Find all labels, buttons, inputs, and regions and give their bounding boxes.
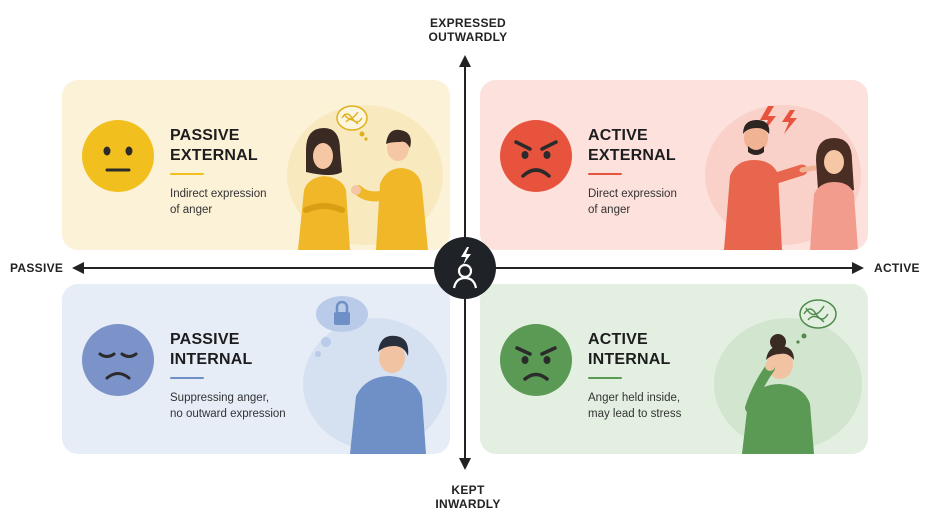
quadrant-title: ACTIVE INTERNAL [588, 330, 670, 370]
desc-line2: no outward expression [170, 408, 286, 420]
frowning-face-icon [500, 324, 572, 396]
quadrant-active-external: ACTIVE EXTERNAL Direct expression of ang… [480, 80, 868, 250]
stressed-woman-illustration [714, 299, 862, 454]
arrow-right-icon [852, 262, 864, 274]
argument-people-illustration [705, 105, 861, 250]
man-figure [351, 129, 428, 250]
title-line1: PASSIVE [170, 331, 240, 348]
axis-label-right: ACTIVE [874, 261, 920, 275]
desc-line2: may lead to stress [588, 408, 682, 420]
quadrant-passive-external: PASSIVE EXTERNAL Indirect expression of … [62, 80, 450, 250]
axis-label-bottom-line2: INWARDLY [435, 497, 501, 511]
desc-line1: Indirect expression [170, 188, 267, 200]
title-line1: ACTIVE [588, 127, 648, 144]
lightning-icon [461, 247, 471, 265]
arrow-left-icon [72, 262, 84, 274]
axis-label-top: EXPRESSED OUTWARDLY [398, 16, 538, 44]
title-underline [588, 377, 622, 379]
axis-label-top-line1: EXPRESSED [429, 16, 507, 30]
axis-label-top-line2: OUTWARDLY [428, 30, 508, 44]
center-badge [434, 237, 496, 299]
title-line2: EXTERNAL [170, 147, 258, 164]
title-underline [170, 377, 204, 379]
passive-aggressive-people-illustration [287, 105, 443, 250]
desc-line2: of anger [588, 204, 631, 216]
sad-man-figure [350, 335, 426, 454]
desc-line1: Anger held inside, [588, 392, 681, 404]
lightning-bolt-icon [760, 106, 797, 134]
quadrant-title: ACTIVE EXTERNAL [588, 126, 676, 166]
lock-thought-icon [315, 296, 368, 357]
arrow-down-icon [459, 458, 471, 470]
arrow-up-icon [459, 55, 471, 67]
quadrant-title: PASSIVE EXTERNAL [170, 126, 258, 166]
tangled-thought-icon [796, 299, 837, 344]
quadrant-title: PASSIVE INTERNAL [170, 330, 252, 370]
title-line2: INTERNAL [588, 351, 671, 368]
axis-label-bottom: KEPT INWARDLY [418, 483, 518, 511]
woman-figure [810, 138, 858, 250]
tangled-thought-icon [336, 105, 368, 141]
quadrant-description: Direct expression of anger [588, 186, 738, 218]
neutral-face-icon [82, 120, 154, 192]
title-underline [588, 173, 622, 175]
axis-label-left: PASSIVE [10, 261, 64, 275]
quadrant-passive-internal: PASSIVE INTERNAL Suppressing anger, no o… [62, 284, 450, 454]
quadrant-description: Anger held inside, may lead to stress [588, 390, 738, 422]
person-icon [452, 263, 478, 289]
woman-figure [298, 128, 350, 250]
suppressing-person-illustration [303, 296, 447, 454]
desc-line1: Suppressing anger, [170, 392, 270, 404]
title-line2: EXTERNAL [588, 147, 676, 164]
title-underline [170, 173, 204, 175]
title-line1: PASSIVE [170, 127, 240, 144]
title-line1: ACTIVE [588, 331, 648, 348]
quadrant-description: Suppressing anger, no outward expression [170, 390, 320, 422]
title-line2: INTERNAL [170, 351, 253, 368]
sad-face-icon [82, 324, 154, 396]
axis-label-bottom-line1: KEPT [451, 483, 485, 497]
angry-man-figure [724, 120, 817, 250]
angry-face-icon [500, 120, 572, 192]
desc-line1: Direct expression [588, 188, 677, 200]
quadrant-description: Indirect expression of anger [170, 186, 320, 218]
quadrant-active-internal: ACTIVE INTERNAL Anger held inside, may l… [480, 284, 868, 454]
stressed-woman-figure [742, 334, 814, 454]
desc-line2: of anger [170, 204, 213, 216]
